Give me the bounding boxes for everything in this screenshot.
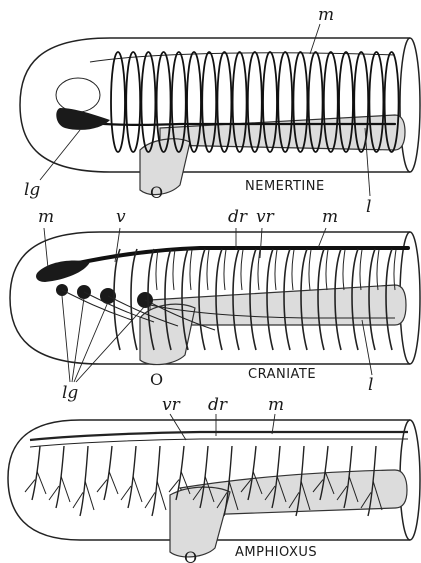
craniate-dorsal-root — [190, 250, 192, 290]
amphioxus-panel: vr dr m O AMPHIOXUS — [8, 395, 420, 563]
amphioxus-foregut — [170, 487, 230, 557]
craniate-label-dr: dr — [228, 207, 248, 227]
craniate-caption: CRANIATE — [248, 367, 316, 382]
nemertine-label-m: m — [318, 5, 334, 25]
craniate-dorsal-root — [309, 250, 311, 290]
amphioxus-nerve-branch — [85, 481, 94, 510]
nemertine-nerve-ring — [141, 52, 155, 152]
amphioxus-mouth-label: O — [184, 548, 197, 563]
amphioxus-nerve-branch — [157, 481, 166, 510]
craniate-dorsal-root — [326, 250, 328, 290]
nemertine-panel: O m lg l NEMERTINE — [20, 5, 420, 217]
craniate-dorsal-root — [292, 250, 294, 290]
craniate-label-vr: vr — [256, 207, 275, 227]
amphioxus-label-vr: vr — [162, 395, 181, 415]
craniate-label-v: v — [116, 207, 126, 227]
amphioxus-nerve — [128, 446, 136, 508]
amphioxus-nerve — [152, 446, 160, 516]
craniate-label-lg: lg — [62, 383, 78, 403]
nemertine-label-l: l — [366, 197, 371, 217]
craniate-mouth-label: O — [150, 370, 163, 389]
amphioxus-nerve-branch — [61, 476, 70, 502]
craniate-panel: m v dr vr m lg O l CRANIATE — [10, 207, 420, 403]
amphioxus-label-dr: dr — [208, 395, 228, 415]
craniate-label-m-left: m — [38, 207, 54, 227]
craniate-dorsal-root — [275, 250, 277, 290]
craniate-spinal-nerve — [131, 249, 137, 350]
amphioxus-nerve-branch — [133, 476, 142, 502]
craniate-dorsal-root — [156, 250, 158, 290]
amphioxus-nerve — [32, 446, 40, 500]
craniate-dorsal-root — [377, 250, 379, 290]
amphioxus-caption: AMPHIOXUS — [235, 545, 317, 560]
amphioxus-nerve — [104, 446, 112, 500]
nemertine-label-lg: lg — [24, 180, 40, 200]
amphioxus-label-m: m — [268, 395, 284, 415]
craniate-dorsal-root — [343, 250, 345, 290]
craniate-label-l: l — [368, 375, 373, 395]
amphioxus-nerve-branch — [109, 471, 118, 494]
amphioxus-nerve — [80, 446, 88, 516]
nemertine-body-outline — [20, 38, 410, 172]
craniate-dorsal-root — [224, 250, 226, 290]
craniate-dorsal-root — [173, 250, 175, 290]
craniate-dorsal-root — [207, 250, 209, 290]
nemertine-body-end — [400, 38, 420, 172]
craniate-dorsal-root — [241, 250, 243, 290]
craniate-cranial-nerve — [62, 290, 132, 320]
nemertine-nerve-ring — [126, 52, 140, 152]
amphioxus-nerve — [56, 446, 64, 508]
craniate-dorsal-root — [394, 250, 396, 290]
nemertine-mouth-label: O — [150, 183, 163, 202]
craniate-dorsal-root — [360, 250, 362, 290]
nemertine-nerve-ring — [111, 52, 125, 152]
nemertine-caption: NEMERTINE — [245, 179, 325, 194]
amphioxus-nerve-branch — [37, 471, 46, 494]
nemertine-head-cavity — [56, 78, 100, 112]
amphioxus-dorsal-cord-lower — [30, 439, 408, 447]
craniate-label-m-right: m — [322, 207, 338, 227]
craniate-brain — [36, 260, 90, 282]
